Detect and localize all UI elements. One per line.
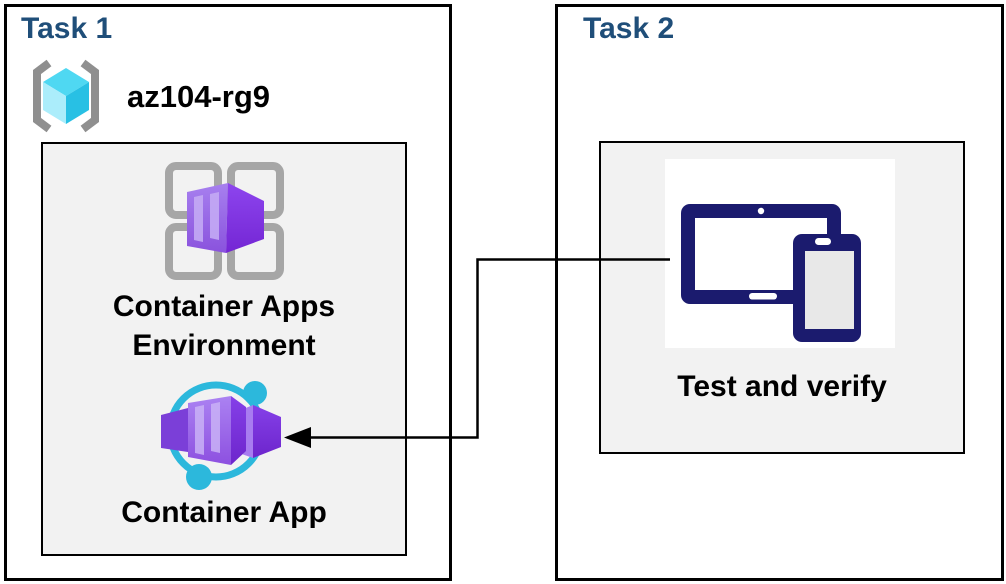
- task2-title: Task 2: [583, 12, 675, 45]
- task1-title: Task 1: [21, 12, 113, 45]
- resource-group-name: az104-rg9: [127, 79, 271, 114]
- container-app-label: Container App: [121, 496, 327, 529]
- devices-icon: [665, 159, 895, 348]
- devices-icon-background: [665, 159, 895, 348]
- container-apps-environment-label-line1: Container Apps: [112, 290, 336, 323]
- task1-panel: Task 1 az104-rg9: [4, 4, 452, 581]
- test-and-verify-label: Test and verify: [677, 370, 887, 403]
- resource-group-row: az104-rg9: [25, 55, 270, 139]
- container-apps-environment-label-line2: Environment: [132, 329, 316, 362]
- container-apps-environment-icon: [163, 161, 285, 281]
- container-apps-group-panel: Container Apps Environment: [41, 142, 407, 556]
- resource-group-icon: [25, 56, 107, 138]
- container-app-icon: [160, 367, 295, 502]
- container-apps-environment-label: Container Apps Environment: [43, 287, 405, 365]
- task2-panel: Task 2 Test and verify: [555, 4, 1004, 581]
- test-and-verify-panel: Test and verify: [599, 141, 965, 454]
